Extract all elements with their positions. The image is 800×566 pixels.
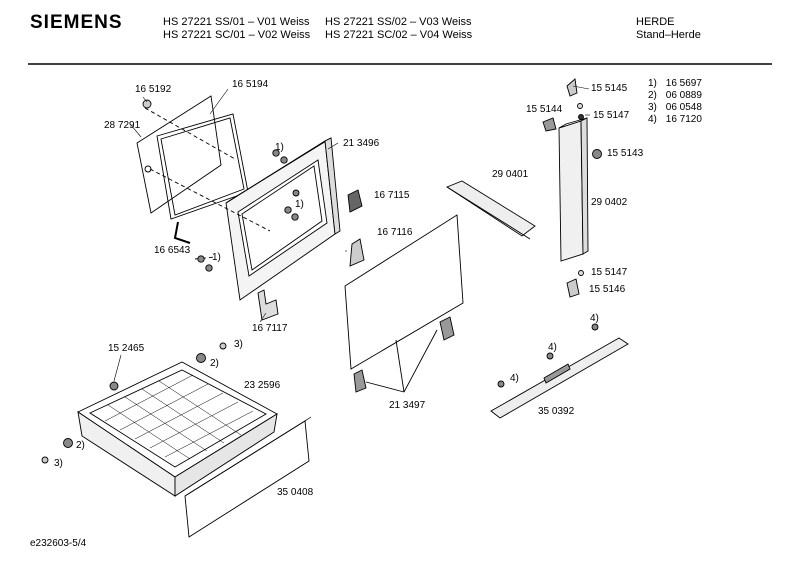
nut-155143 <box>592 149 602 159</box>
part-label: 16 7117 <box>252 323 288 334</box>
part-label: 15 5147 <box>591 267 628 278</box>
part-label: 21 3496 <box>343 138 380 149</box>
callout-marker: 3) <box>54 458 63 469</box>
part-label: 16 5194 <box>232 79 269 90</box>
model-line: HS 27221 SS/02 – V03 Weiss <box>325 16 472 28</box>
clip-155144 <box>542 117 557 132</box>
door-gasket-inner <box>160 117 245 216</box>
legend-part: 16 5697 <box>665 78 702 89</box>
category-title: HERDE Stand–Herde <box>636 16 701 42</box>
part-label: 15 5146 <box>589 284 626 295</box>
part-label: 23 2596 <box>244 380 281 391</box>
legend-key: 4) <box>648 114 657 125</box>
model-line: HS 27221 SC/01 – V02 Weiss <box>163 29 311 41</box>
model-line: HS 27221 SS/01 – V01 Weiss <box>163 16 310 28</box>
part-label: 16 7115 <box>374 190 410 201</box>
trim-350392 <box>490 337 629 419</box>
legend-key: 3) <box>648 102 657 113</box>
legend-row: 3) 06 0548 <box>648 102 702 114</box>
rail-290401 <box>446 180 536 237</box>
fastener-legend: 1) 16 5697 2) 06 0889 3) 06 0548 4) 16 7… <box>648 78 702 126</box>
model-list-2: HS 27221 SS/02 – V03 Weiss HS 27221 SC/0… <box>325 16 472 42</box>
legend-row: 2) 06 0889 <box>648 90 702 102</box>
part-label: 15 5144 <box>526 104 563 115</box>
legend-part: 16 7120 <box>665 114 702 125</box>
callout-marker: 4) <box>548 342 557 353</box>
clip-155146 <box>566 278 580 298</box>
callout-marker: 3) <box>234 339 243 350</box>
callout-marker: 4) <box>590 313 599 324</box>
clip-155145 <box>566 78 578 97</box>
drawer-grid <box>104 374 254 460</box>
bracket-166543 <box>173 221 191 244</box>
callout-marker: 2) <box>76 440 85 451</box>
part-label: 15 2465 <box>108 343 145 354</box>
glass-clip <box>144 165 152 173</box>
glass-pane <box>136 95 222 214</box>
callout-marker: 1) <box>295 199 304 210</box>
legend-part: 06 0889 <box>665 90 702 101</box>
callout-marker: 1) <box>212 252 221 263</box>
upright-290402 <box>558 120 584 262</box>
part-label: 15 5147 <box>593 110 630 121</box>
part-label: 29 0402 <box>591 197 628 208</box>
part-label: 15 5143 <box>607 148 644 159</box>
part-label: 29 0401 <box>492 169 529 180</box>
legend-row: 1) 16 5697 <box>648 78 702 90</box>
model-list-1: HS 27221 SS/01 – V01 Weiss HS 27221 SC/0… <box>163 16 310 42</box>
hinge-167117 <box>257 289 279 321</box>
clip-167115 <box>347 189 363 213</box>
part-label: 15 5145 <box>591 83 628 94</box>
back-panel <box>344 214 464 370</box>
model-line: HS 27221 SC/02 – V04 Weiss <box>325 29 473 41</box>
part-label: 21 3497 <box>389 400 426 411</box>
category-line: HERDE <box>636 16 675 28</box>
document-id: e232603-5/4 <box>30 538 87 549</box>
category-line: Stand–Herde <box>636 29 701 41</box>
part-label: 28 7291 <box>104 120 141 131</box>
part-label: 35 0408 <box>277 487 314 498</box>
callout-marker: 1) <box>275 142 284 153</box>
legend-key: 1) <box>648 78 657 89</box>
part-label: 35 0392 <box>538 406 575 417</box>
part-label: 16 6543 <box>154 245 191 256</box>
callout-marker: 2) <box>210 358 219 369</box>
callout-marker: 4) <box>510 373 519 384</box>
legend-key: 2) <box>648 90 657 101</box>
part-label: 16 5192 <box>135 84 172 95</box>
brand-logo: SIEMENS <box>30 12 123 33</box>
hinge-167116 <box>349 238 365 267</box>
legend-part: 06 0548 <box>665 102 702 113</box>
part-label: 16 7116 <box>377 227 413 238</box>
legend-row: 4) 16 7120 <box>648 114 702 126</box>
